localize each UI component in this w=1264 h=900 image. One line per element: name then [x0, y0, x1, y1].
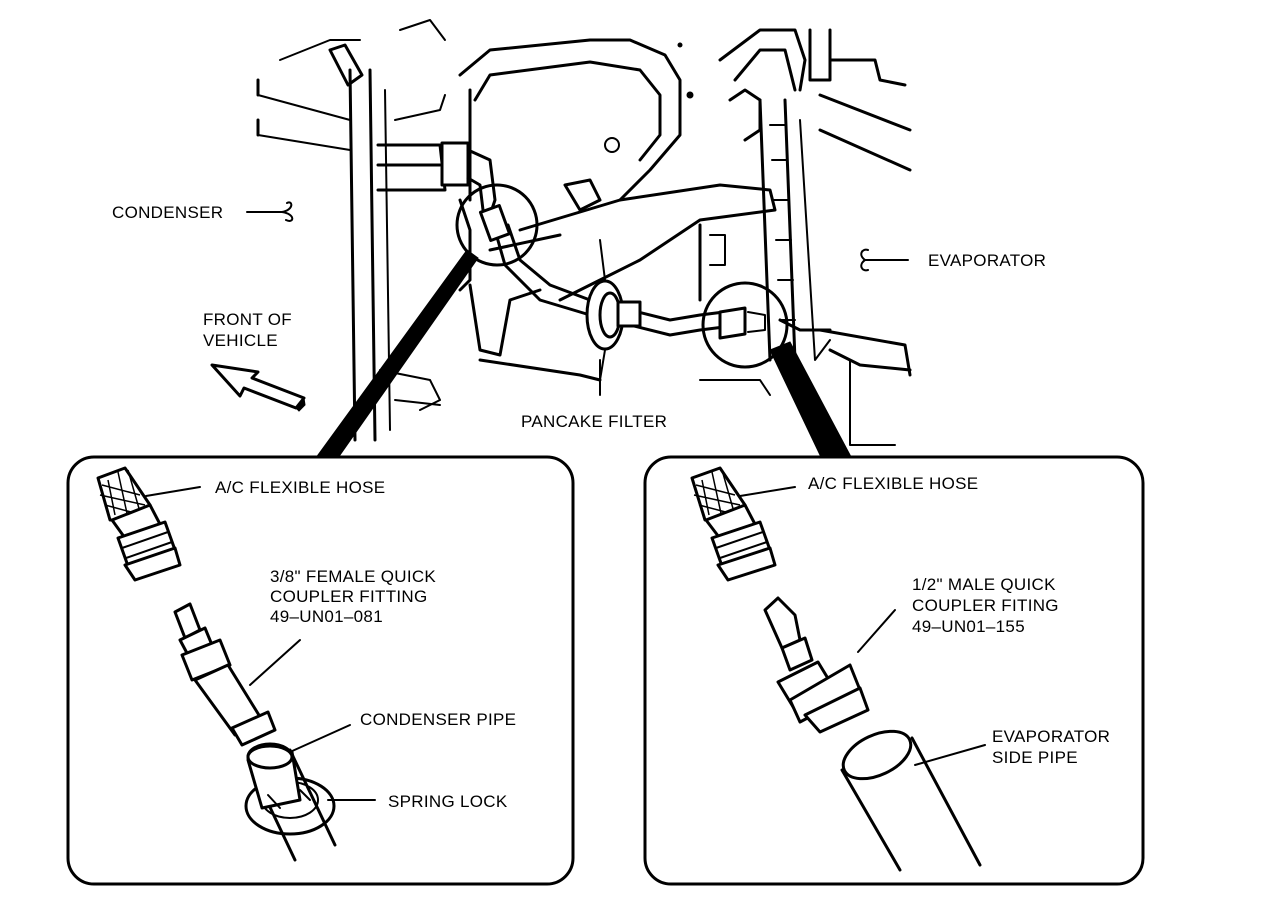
- pancake-filter-label: PANCAKE FILTER: [521, 412, 667, 431]
- condenser-pipe-label: CONDENSER PIPE: [360, 710, 516, 729]
- condenser-pipe-icon: [244, 742, 337, 862]
- evaporator-leader: [860, 248, 909, 272]
- male-coupler-fitting-icon: [763, 596, 870, 734]
- male-fitting-leader: [857, 609, 896, 653]
- left-hose-label: A/C FLEXIBLE HOSE: [215, 478, 385, 497]
- left-connection-highlight: [455, 183, 539, 267]
- crossmember: [468, 178, 777, 382]
- condenser-leader: [246, 201, 294, 222]
- female-fitting-part-number: 49–UN01–081: [270, 607, 383, 626]
- condenser-pipe-leader: [289, 724, 351, 753]
- right-hose-label: A/C FLEXIBLE HOSE: [808, 474, 978, 493]
- female-fitting-label-line2: COUPLER FITTING: [270, 587, 428, 606]
- right-flexible-hose-icon: [690, 466, 777, 582]
- left-inset: A/C FLEXIBLE HOSE 3/8" FEMALE QUICK COUP…: [66, 455, 575, 886]
- left-inset-frame: [66, 455, 575, 886]
- front-direction-arrow-icon: [210, 363, 306, 412]
- evaporator-unit: [699, 28, 912, 446]
- right-inset: A/C FLEXIBLE HOSE 1/2" MALE QUICK COUPLE…: [643, 455, 1145, 886]
- female-coupler-fitting-icon: [173, 602, 277, 747]
- male-fitting-part-number: 49–UN01–155: [912, 617, 1025, 636]
- evaporator-pipe-label-line1: EVAPORATOR: [992, 727, 1110, 746]
- female-fitting-leader: [249, 639, 301, 686]
- condenser-label: CONDENSER: [112, 203, 223, 222]
- spring-lock-label: SPRING LOCK: [388, 792, 508, 811]
- right-hose-leader: [739, 486, 796, 497]
- male-fitting-label-line2: COUPLER FITING: [912, 596, 1059, 615]
- left-hose-leader: [145, 486, 201, 497]
- condenser-frame: [256, 19, 446, 442]
- right-connection-highlight: [701, 281, 789, 369]
- evaporator-pipe-label-line2: SIDE PIPE: [992, 748, 1078, 767]
- right-callout-pointer: [769, 341, 851, 456]
- left-flexible-hose-icon: [96, 466, 182, 582]
- front-of-vehicle-label-line2: VEHICLE: [203, 331, 278, 350]
- front-of-vehicle-label-line1: FRONT OF: [203, 310, 292, 329]
- evaporator-side-pipe-icon: [840, 729, 982, 872]
- engine-bay-illustration: [256, 19, 912, 456]
- evaporator-label: EVAPORATOR: [928, 251, 1046, 270]
- pancake-filter: [585, 279, 642, 351]
- evaporator-pipe-leader: [914, 744, 986, 766]
- left-callout-pointer: [317, 249, 479, 456]
- central-body: [458, 38, 694, 292]
- condenser-tubes: [376, 141, 497, 217]
- right-inset-frame: [643, 455, 1145, 886]
- male-fitting-label-line1: 1/2" MALE QUICK: [912, 575, 1056, 594]
- female-fitting-label-line1: 3/8" FEMALE QUICK: [270, 567, 436, 586]
